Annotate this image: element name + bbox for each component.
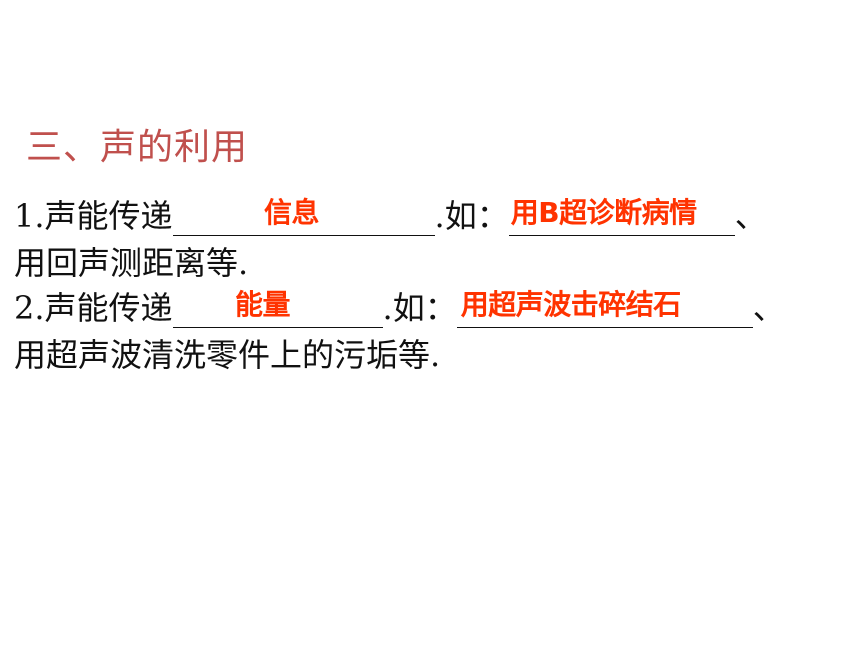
item-1-answer-1: 信息 [264,196,320,229]
item-2-line-1: 2.声能传递 能量 .如：用超声波击碎结石 、 [14,288,785,328]
section-heading: 三、声的利用 [26,127,249,168]
item-1-mid: .如： [434,197,509,235]
item-1-line-2: 用回声测距离等. [14,244,249,282]
item-1-blank-1: 信息 [172,196,435,236]
item-1-prefix: 1.声能传递 [14,197,173,235]
item-1-blank-2: 用B超诊断病情 [508,196,735,236]
item-2-answer-1: 能量 [235,288,291,321]
item-2-answer-2: 用超声波击碎结石 [460,288,682,321]
item-2-line-2: 用超声波清洗零件上的污垢等. [14,336,441,374]
item-2-blank-1: 能量 [172,288,383,328]
item-1-suffix: 、 [734,197,767,235]
item-1-line-1: 1.声能传递 信息 .如：用B超诊断病情 、 [14,196,767,236]
item-1-answer-2: 用B超诊断病情 [510,196,697,229]
item-2-mid: .如： [382,289,457,327]
item-2-prefix: 2.声能传递 [14,289,173,327]
item-2-blank-2: 用超声波击碎结石 [456,288,753,328]
item-2-suffix: 、 [752,289,785,327]
